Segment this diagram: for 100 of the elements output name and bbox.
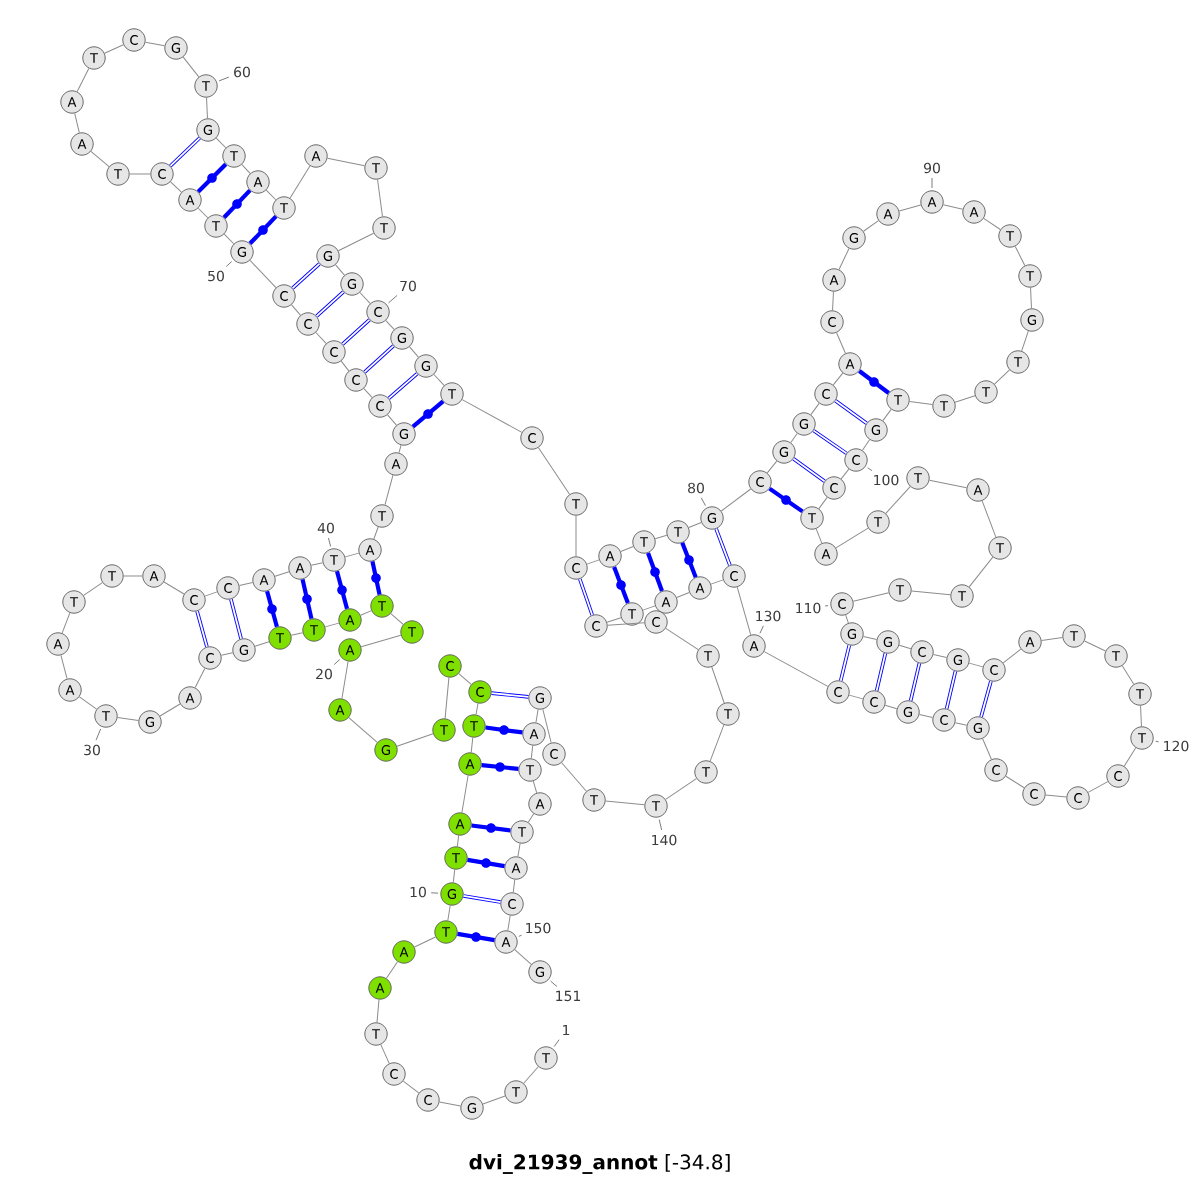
backbone-line <box>954 395 976 403</box>
base-pair-line <box>370 560 382 596</box>
backbone-line <box>535 709 539 723</box>
backbone-line <box>932 654 948 658</box>
backbone-line <box>414 936 436 948</box>
backbone-line <box>447 905 451 921</box>
title: dvi_21939_annot [-34.8] <box>469 1154 730 1174</box>
base-pair-line <box>485 725 523 735</box>
base-pair-line <box>858 369 890 395</box>
backbone-line <box>76 67 90 93</box>
backbone-line <box>182 56 200 78</box>
backbone-line <box>1014 245 1026 267</box>
base-pair-line <box>612 566 630 604</box>
backbone-line <box>838 248 850 270</box>
backbone-line <box>326 157 366 167</box>
base-pair-line <box>481 762 519 772</box>
base-pair-line <box>248 214 278 246</box>
backbone-line <box>983 217 1001 231</box>
base-pair-line <box>335 570 350 610</box>
backbone-line <box>1041 637 1063 641</box>
base-pair-line <box>792 457 826 483</box>
base-pair-line <box>387 372 419 400</box>
base-pair-line <box>291 262 321 290</box>
backbone-line <box>942 204 964 210</box>
base-pair-line <box>457 931 495 943</box>
backbone-line <box>709 724 725 762</box>
backbone-line <box>532 780 538 794</box>
backbone-line <box>642 605 656 611</box>
base-pair-line <box>462 894 502 904</box>
base-pair-line <box>979 680 993 718</box>
backbone-line <box>458 673 472 685</box>
base-pair-line <box>411 399 445 429</box>
backbone-line <box>512 879 516 893</box>
backbone-line <box>461 775 469 813</box>
backbone-line <box>452 869 456 883</box>
base-pair-line <box>363 344 395 374</box>
backbone-line <box>129 173 151 175</box>
backbone-line <box>832 291 834 311</box>
backbone-line <box>398 444 402 454</box>
backbone-line <box>144 41 166 47</box>
backbone-line <box>527 813 535 823</box>
backbone-line <box>530 745 534 759</box>
backbone-line <box>290 632 304 636</box>
backbone-line <box>104 44 124 54</box>
base-pair-line <box>222 188 252 219</box>
backbone-line <box>605 800 645 806</box>
backbone-line <box>373 526 379 540</box>
backbone-line <box>380 1044 390 1064</box>
backbone-line <box>882 408 892 422</box>
backbone-line <box>335 264 345 276</box>
backbone-line <box>396 733 434 747</box>
backbone-line <box>523 1066 539 1084</box>
backbone-line <box>359 292 371 304</box>
backbone-line <box>898 644 912 650</box>
base-pair-line <box>834 399 868 425</box>
backbone-line <box>291 304 301 316</box>
base-pair-line <box>680 542 698 578</box>
backbone-line <box>310 562 324 566</box>
backbone-line <box>194 667 206 689</box>
backbone-line <box>911 590 951 596</box>
base-pair-line <box>812 429 848 455</box>
base-pair-line <box>646 552 664 592</box>
backbone-line <box>607 622 645 626</box>
base-pair-line <box>471 823 511 833</box>
backbone-line <box>348 717 378 743</box>
backbone-line <box>981 500 997 538</box>
backbone-line <box>928 479 968 489</box>
backbone-line <box>836 332 846 354</box>
backbone-line <box>852 592 890 602</box>
backbone-line <box>61 612 71 634</box>
backbone-line <box>254 641 270 647</box>
backbone-line <box>606 617 622 623</box>
base-pair-line <box>578 578 594 616</box>
backbone-line <box>249 259 277 289</box>
backbone-line <box>766 460 778 474</box>
backbone-line <box>885 486 911 514</box>
backbone-line <box>1121 665 1135 685</box>
backbone-line <box>898 204 922 212</box>
base-pair-line <box>265 590 279 628</box>
backbone-line <box>385 961 399 979</box>
backbone-line <box>863 220 879 232</box>
backbone-line <box>507 915 511 931</box>
backbone-line <box>1021 330 1029 352</box>
base-pair-line <box>908 662 922 702</box>
backbone-line <box>324 622 340 628</box>
backbone-line <box>274 571 290 577</box>
backbone-line <box>1002 648 1022 664</box>
backbone-line <box>537 447 571 495</box>
backbone-line <box>390 613 404 625</box>
backbone-line <box>862 636 878 640</box>
base-pair-line <box>490 691 530 699</box>
backbone-line <box>78 696 98 710</box>
backbone-line <box>561 762 587 792</box>
backbone-line <box>482 1095 506 1105</box>
backbone-line <box>514 949 532 965</box>
backbone-line <box>884 704 898 710</box>
backbone-line <box>968 556 994 588</box>
backbone-line <box>360 610 372 616</box>
backbone-line <box>665 627 699 651</box>
backbone-line <box>360 634 402 648</box>
